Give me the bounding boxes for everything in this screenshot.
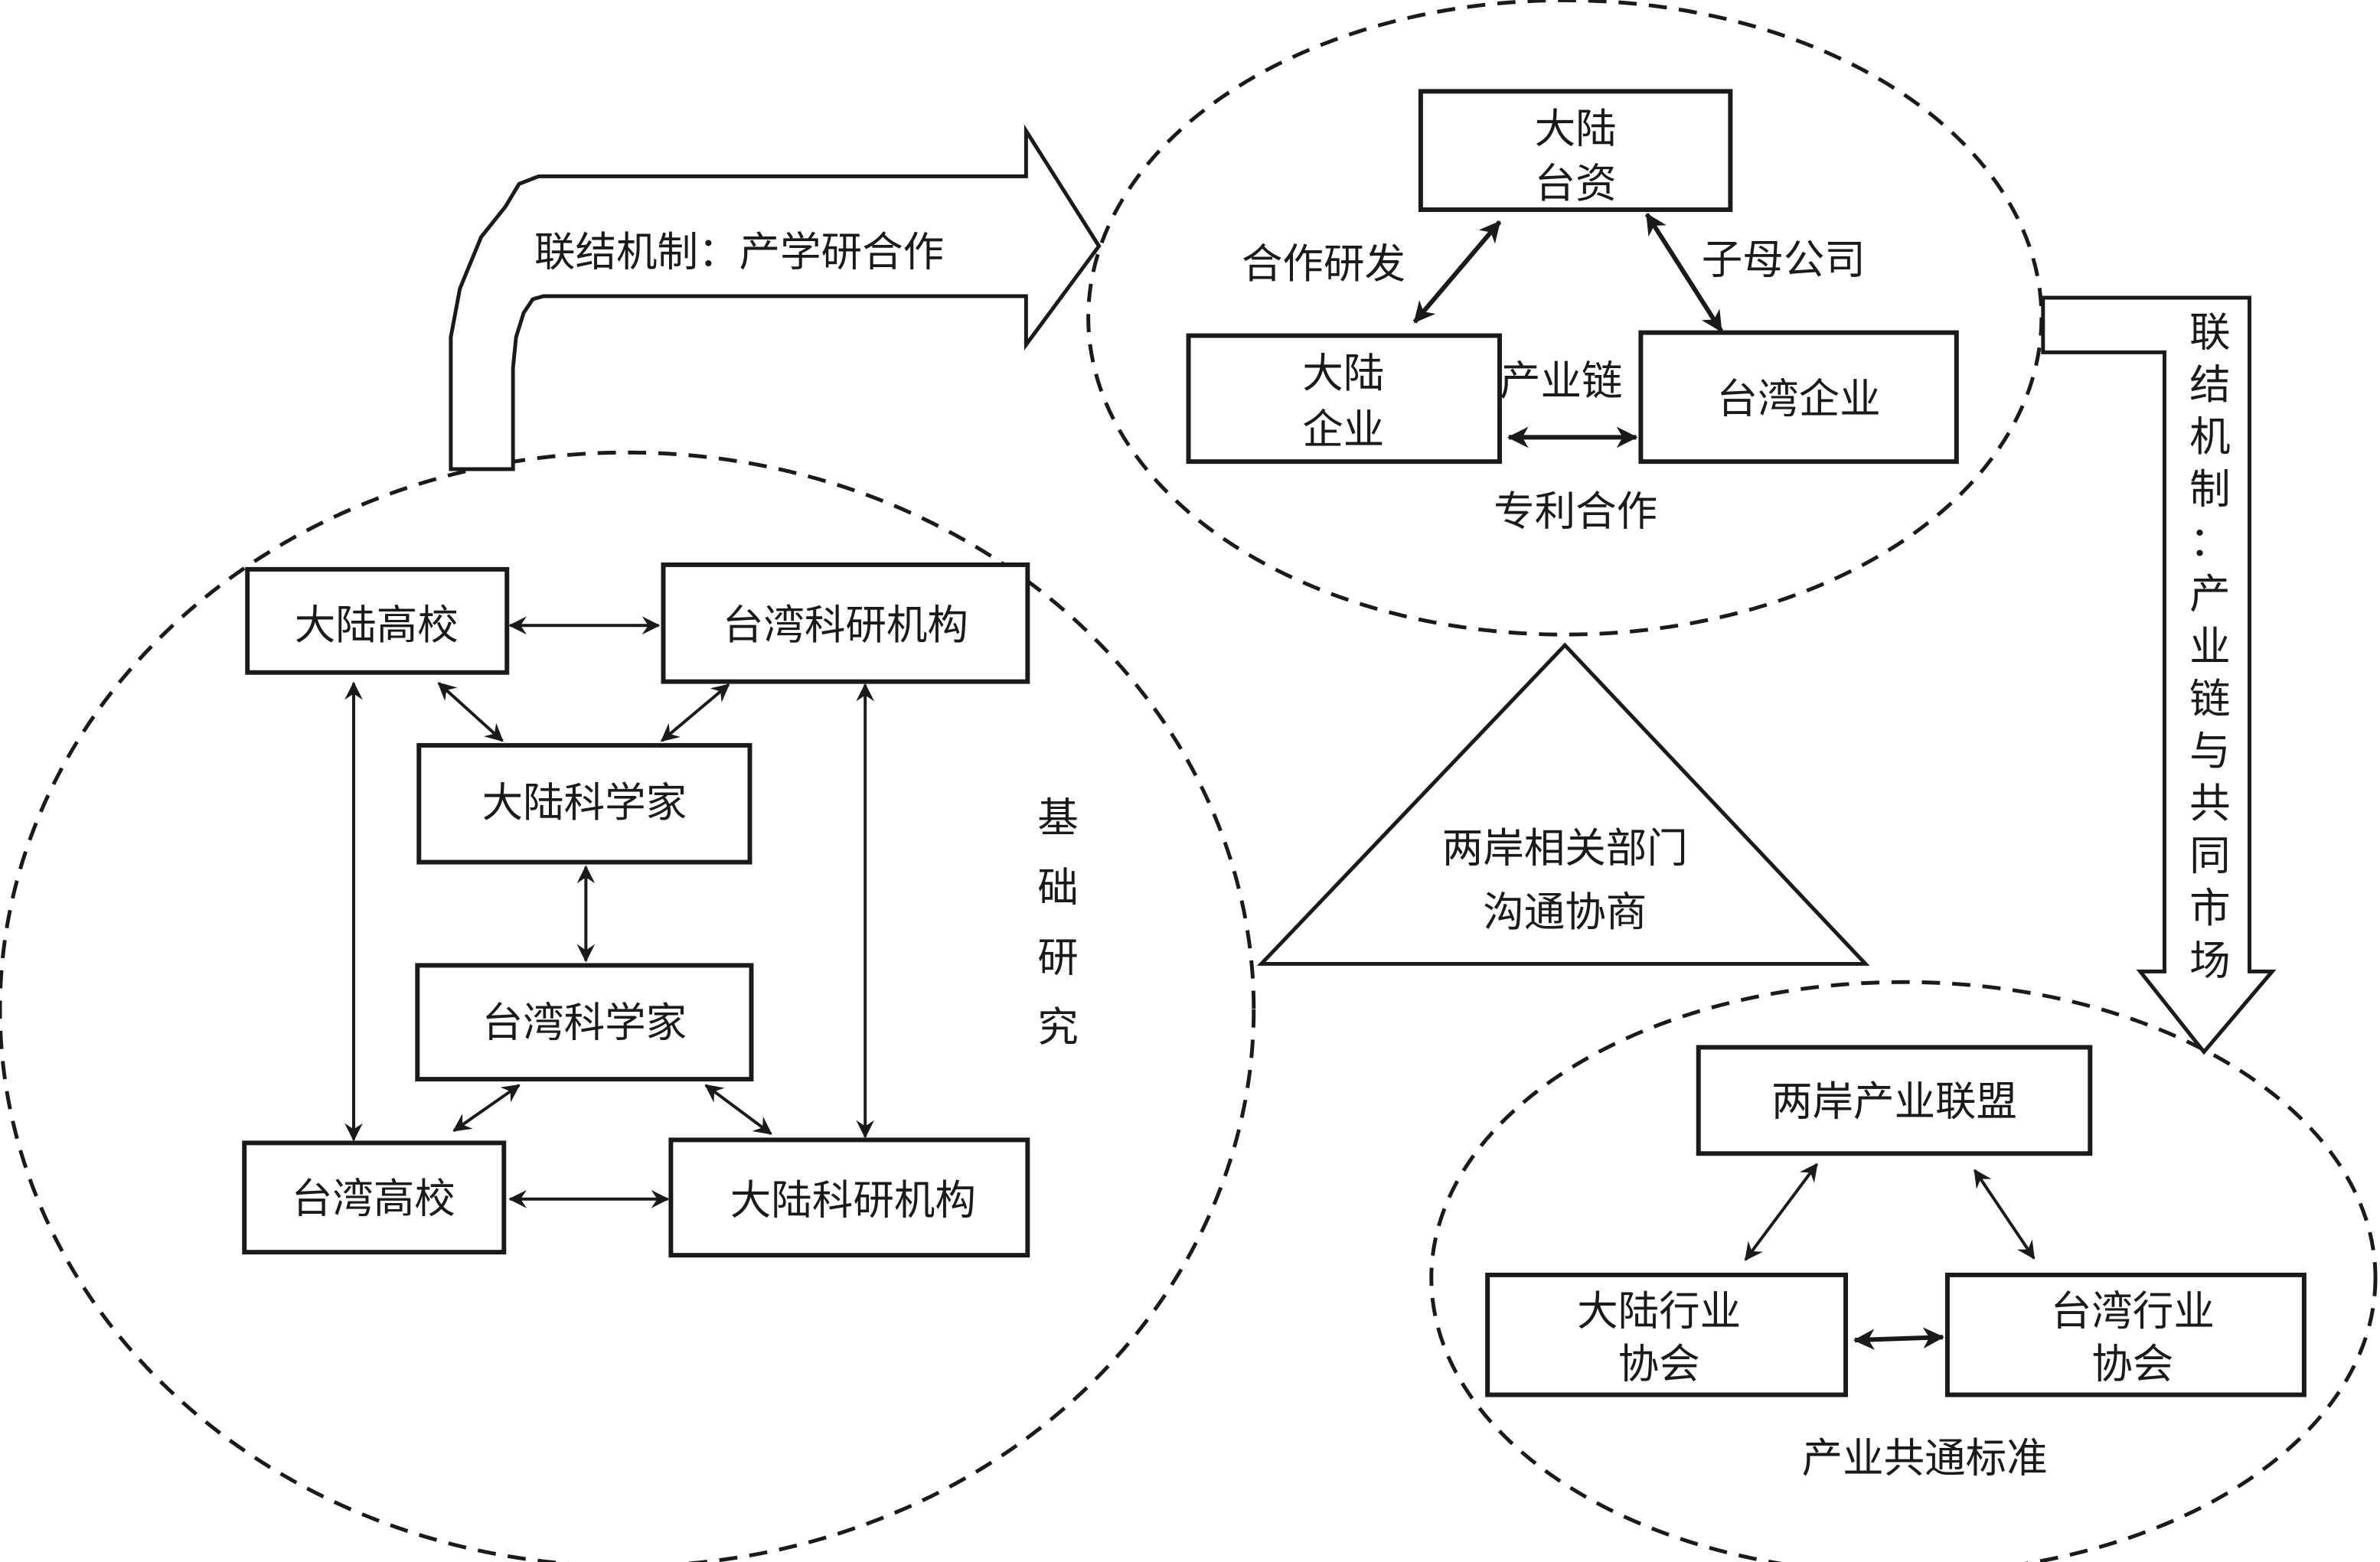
industry-ellipse [1429,980,2378,1562]
vertical-char: ： [2189,517,2231,566]
svg-text:协会: 协会 [1618,1340,1700,1388]
vertical-char: 业 [2189,622,2231,670]
svg-text:大陆科研机构: 大陆科研机构 [730,1176,976,1224]
svg-text:大陆: 大陆 [1535,105,1617,153]
government-line1: 两岸相关部门 [1442,824,1688,872]
edge-alliance-mainland [1744,1163,1818,1261]
vertical-char: 与 [2189,727,2231,775]
node-taiwan-research-institute[interactable]: 台湾科研机构 [661,562,1030,684]
basic-research-ellipse [0,450,1256,1562]
link-arrow-industry-academia-label: 联结机制：产学研合作 [534,227,944,276]
edge-parent-subsidiary [1644,213,1723,333]
vertical-char: 究 [1037,1003,1079,1052]
government-line2: 沟通协商 [1483,888,1647,936]
vertical-char: 结 [2189,360,2231,409]
link-arrow-industry-chain [2041,295,2277,1055]
government-triangle [1256,642,1870,966]
svg-text:台资: 台资 [1535,159,1617,207]
vertical-char: 产 [2189,569,2231,618]
node-mainland-industry-association[interactable]: 大陆行业 协会 [1485,1272,1849,1397]
edge-rd-cooperation [1412,220,1502,324]
node-mainland-research-institute[interactable]: 大陆科研机构 [668,1137,1030,1258]
vertical-char: 基 [1037,794,1079,842]
svg-text:大陆科学家: 大陆科学家 [482,778,687,827]
edge-univ-scientist [437,682,504,742]
svg-text:大陆: 大陆 [1302,349,1384,397]
svg-text:台湾科研机构: 台湾科研机构 [723,601,968,649]
node-taiwan-scientist[interactable]: 台湾科学家 [415,963,754,1082]
svg-text:台湾行业: 台湾行业 [2051,1286,2215,1335]
label-parent-subsidiary: 子母公司 [1702,235,1866,283]
vertical-char: 机 [2189,413,2231,461]
edge-associations [1853,1327,1944,1351]
svg-text:台湾高校: 台湾高校 [292,1175,455,1223]
vertical-char: 市 [2189,884,2231,932]
vertical-char: 场 [2189,936,2231,984]
node-mainland-scientist[interactable]: 大陆科学家 [416,742,753,865]
label-industry-standards: 产业共通标准 [1802,1434,2048,1482]
node-taiwan-university[interactable]: 台湾高校 [242,1140,507,1255]
node-taiwan-industry-association[interactable]: 台湾行业 协会 [1944,1272,2307,1397]
edge-inst-scientist [660,683,730,742]
node-mainland-enterprise[interactable]: 大陆 企业 [1186,333,1502,465]
vertical-char: 研 [1037,933,1079,981]
svg-text:台湾企业: 台湾企业 [1717,375,1881,423]
edge-alliance-taiwan [1973,1169,2036,1260]
svg-text:台湾科学家: 台湾科学家 [482,999,687,1047]
svg-text:协会: 协会 [2091,1340,2173,1388]
svg-text:企业: 企业 [1302,405,1384,453]
label-rd-cooperation: 合作研发 [1242,240,1405,288]
edge-tw-scientist-univ [452,1084,521,1133]
vertical-char: 础 [1037,863,1079,911]
vertical-char: 共 [2189,779,2231,827]
link-arrow-industry-academia [449,124,1102,471]
svg-text:大陆行业: 大陆行业 [1577,1286,1741,1335]
label-patent-cooperation: 专利合作 [1494,487,1657,535]
vertical-char: 制 [2189,465,2231,514]
node-cross-strait-alliance[interactable]: 两岸产业联盟 [1696,1045,2093,1156]
node-mainland-university[interactable]: 大陆高校 [245,566,510,675]
svg-text:两岸产业联盟: 两岸产业联盟 [1771,1078,2017,1126]
svg-text:大陆高校: 大陆高校 [295,601,459,649]
node-taiwan-enterprise[interactable]: 台湾企业 [1638,330,1959,465]
label-industry-chain: 产业链 [1500,357,1623,405]
vertical-char: 链 [2189,674,2231,722]
node-mainland-taiwan-investment[interactable]: 大陆 台资 [1418,89,1733,212]
edge-tw-scientist-inst [704,1084,772,1136]
vertical-char: 联 [2189,308,2231,356]
vertical-char: 同 [2189,831,2231,879]
